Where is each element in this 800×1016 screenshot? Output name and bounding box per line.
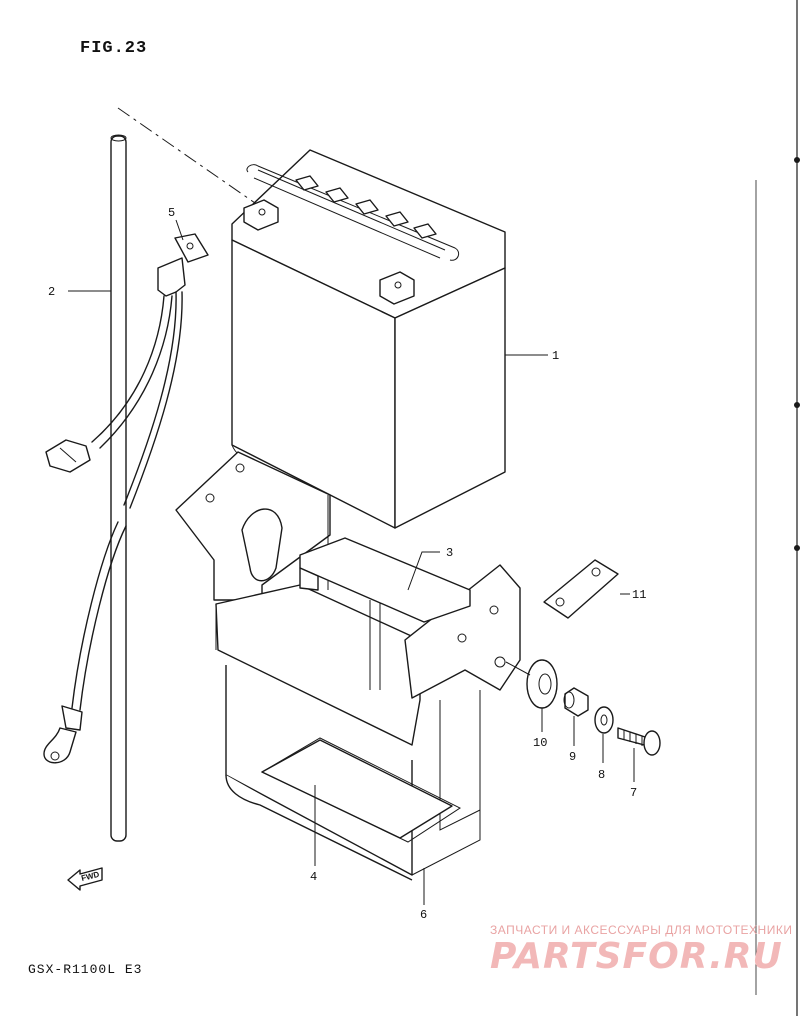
fwd-arrow-icon: FWD: [67, 867, 103, 891]
watermark-tagline: ЗАПЧАСТИ И АКСЕССУАРЫ ДЛЯ МОТОТЕХНИКИ: [490, 923, 792, 937]
figure-title: FIG.23: [80, 39, 147, 58]
battery-pad: [261, 739, 453, 839]
spacer: [563, 687, 589, 717]
battery: [231, 149, 506, 529]
bolt: [617, 727, 661, 756]
cushion: [505, 659, 558, 709]
battery-band: [299, 537, 471, 623]
callout-7: 7: [630, 786, 637, 800]
callout-5: 5: [168, 206, 175, 220]
margin-marks: [755, 0, 800, 1016]
callout-1: 1: [552, 349, 559, 363]
fwd-label: FWD: [80, 870, 100, 883]
model-code: GSX-R1100L E3: [28, 962, 142, 977]
leader-lines: [68, 219, 635, 905]
breather-hose: [110, 134, 127, 842]
nut-plate: [543, 559, 619, 619]
callout-8: 8: [598, 768, 605, 782]
battery-holder: [175, 451, 521, 881]
callout-4: 4: [310, 870, 317, 884]
watermark-logo: PARTSFOR.RU: [490, 936, 783, 977]
callout-2: 2: [48, 285, 55, 299]
callout-6: 6: [420, 908, 427, 922]
callout-10: 10: [533, 736, 547, 750]
callout-3: 3: [446, 546, 453, 560]
callout-9: 9: [569, 750, 576, 764]
washer: [594, 706, 614, 734]
lead-wire: [43, 233, 209, 764]
callout-11: 11: [632, 588, 646, 602]
alignment-line: [117, 107, 256, 204]
